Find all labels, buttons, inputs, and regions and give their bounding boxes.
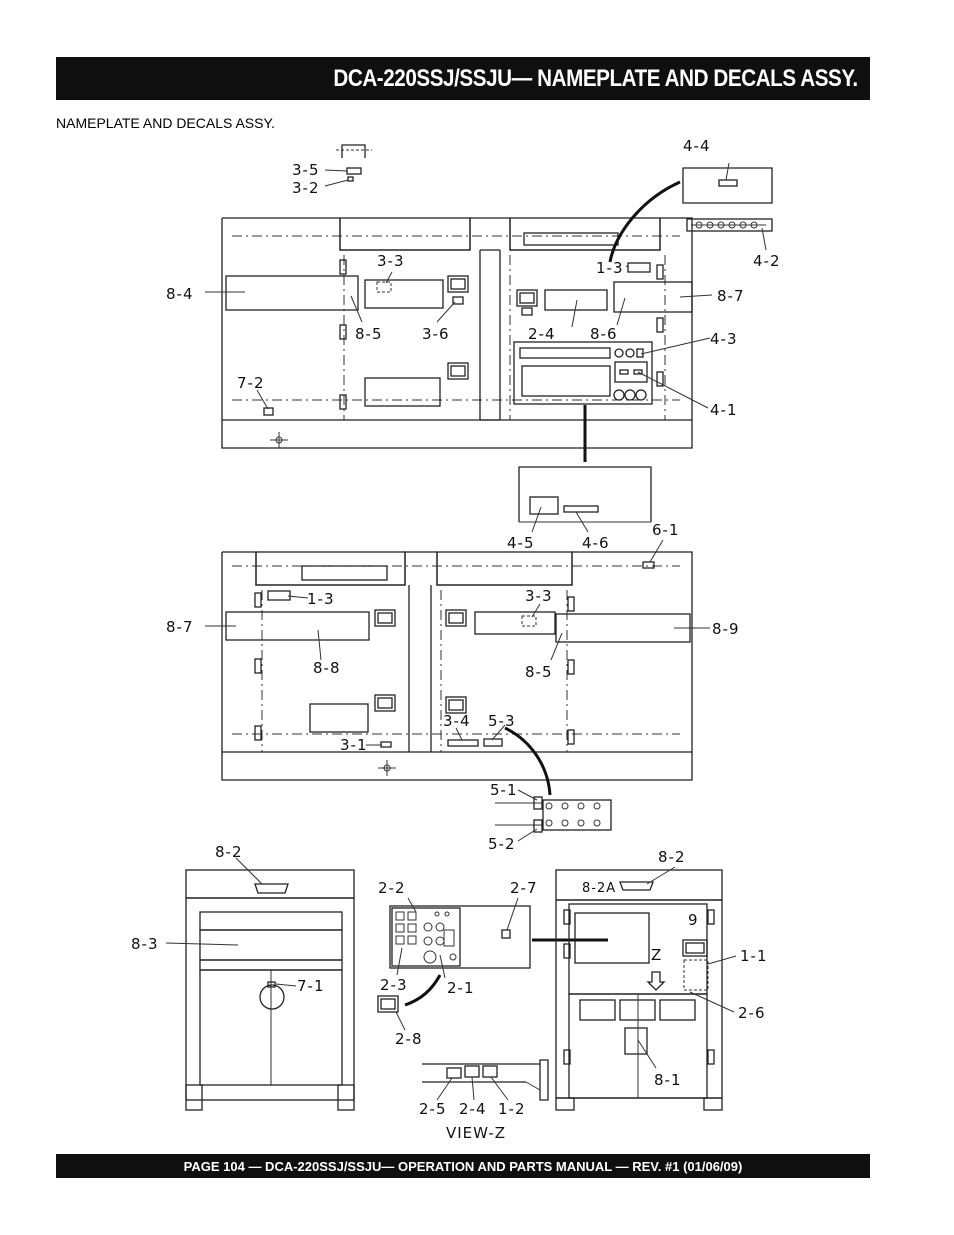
end-view-left	[165, 857, 355, 1111]
callout-8-9: 8-9	[712, 620, 740, 638]
side-view-a	[205, 144, 773, 462]
callout-5-1: 5-1	[490, 781, 518, 799]
callout-3-5: 3-5	[292, 161, 320, 179]
callout-1-2: 1-2	[498, 1100, 526, 1118]
callout-3-3: 3-3	[377, 252, 405, 270]
callout-1-3: 1-3	[596, 259, 624, 277]
callout-8-7b: 8-7	[166, 618, 194, 636]
callout-8-2A: 8-2A	[582, 881, 616, 896]
footer-text: PAGE 104 — DCA-220SSJ/SSJU— OPERATION AN…	[183, 1158, 743, 1174]
callout-8-7: 8-7	[717, 287, 745, 305]
callout-5-3: 5-3	[488, 712, 516, 730]
callout-9: 9	[688, 911, 699, 929]
callout-2-4: 2-4	[528, 325, 556, 343]
callout-view-z: VIEW-Z	[446, 1124, 506, 1142]
callout-8-4: 8-4	[166, 285, 194, 303]
callout-7-1: 7-1	[297, 977, 325, 995]
callout-2-5: 2-5	[419, 1100, 447, 1118]
callout-2-7: 2-7	[510, 879, 538, 897]
callout-7-2: 7-2	[237, 374, 265, 392]
callout-4-5: 4-5	[507, 534, 535, 552]
callout-8-1: 8-1	[654, 1071, 682, 1089]
callout-3-3b: 3-3	[525, 587, 553, 605]
callout-8-2: 8-2	[215, 843, 243, 861]
callout-3-1: 3-1	[340, 736, 368, 754]
part-5-1-5-2	[495, 789, 612, 842]
callout-2-4b: 2-4	[459, 1100, 487, 1118]
callout-8-8: 8-8	[313, 659, 341, 677]
callout-2-3: 2-3	[380, 976, 408, 994]
callout-8-6: 8-6	[590, 325, 618, 343]
callout-4-1: 4-1	[710, 401, 738, 419]
section-label: NAMEPLATE AND DECALS ASSY.	[56, 115, 275, 131]
callout-2-6: 2-6	[738, 1004, 766, 1022]
callout-8-5b: 8-5	[525, 663, 553, 681]
callout-z: Z	[651, 946, 662, 964]
page-title: DCA-220SSJ/SSJU— NAMEPLATE AND DECALS AS…	[333, 64, 859, 92]
callout-6-1: 6-1	[652, 521, 680, 539]
callout-8-5: 8-5	[355, 325, 383, 343]
callout-4-3: 4-3	[710, 330, 738, 348]
callout-labels: 3-5 3-2 4-4 4-2 8-4 3-3 1-3 8-7 8-5 3-6 …	[131, 137, 781, 1142]
callout-3-4: 3-4	[443, 712, 471, 730]
exploded-panel-4-5	[518, 466, 652, 533]
end-view-right	[555, 866, 737, 1111]
panel-detail	[377, 897, 608, 1031]
callout-4-6: 4-6	[582, 534, 610, 552]
callout-1-3b: 1-3	[307, 590, 335, 608]
callout-4-4: 4-4	[683, 137, 711, 155]
footer-bar: PAGE 104 — DCA-220SSJ/SSJU— OPERATION AN…	[56, 1154, 870, 1178]
view-z-detail	[422, 1059, 549, 1101]
callout-2-8: 2-8	[395, 1030, 423, 1048]
callout-3-2: 3-2	[292, 179, 320, 197]
callout-8-3: 8-3	[131, 935, 159, 953]
page-title-bar: DCA-220SSJ/SSJU— NAMEPLATE AND DECALS AS…	[56, 57, 870, 100]
side-view-b	[205, 539, 710, 796]
callout-2-2: 2-2	[378, 879, 406, 897]
callout-2-1: 2-1	[447, 979, 475, 997]
callout-3-6: 3-6	[422, 325, 450, 343]
callout-5-2: 5-2	[488, 835, 516, 853]
callout-8-2b: 8-2	[658, 848, 686, 866]
callout-4-2: 4-2	[753, 252, 781, 270]
callout-1-1: 1-1	[740, 947, 768, 965]
